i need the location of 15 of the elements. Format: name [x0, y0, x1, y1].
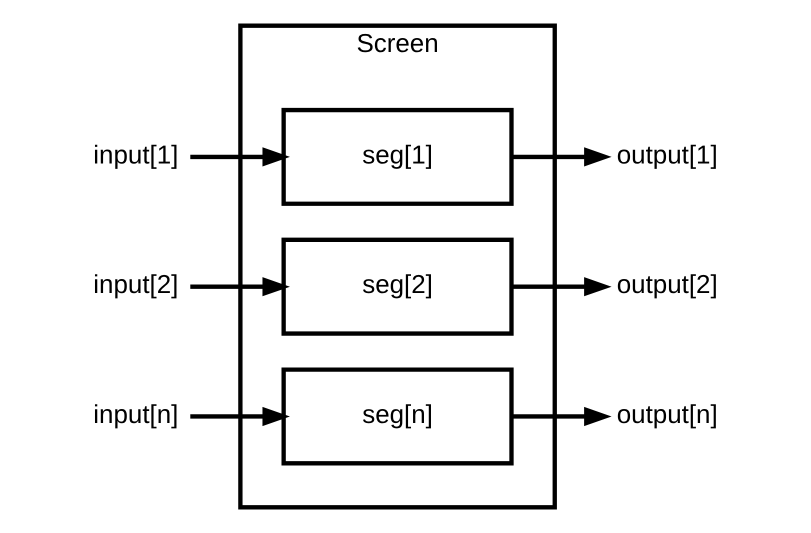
node-text: input[1]: [93, 141, 178, 170]
arrow: [512, 147, 612, 167]
node-box: seg[n]: [281, 367, 514, 466]
node-text: input[2]: [93, 271, 178, 300]
node-text: input[n]: [93, 400, 178, 429]
arrow: [190, 277, 290, 296]
arrow: [512, 406, 612, 426]
arrow: [512, 277, 612, 296]
node-text: output[n]: [616, 400, 718, 429]
arrow: [190, 406, 290, 426]
arrow: [190, 147, 290, 167]
node-text: output[1]: [616, 141, 718, 170]
node-box: seg[2]: [281, 238, 514, 336]
node-text: output[2]: [616, 271, 718, 300]
node-box: seg[1]: [281, 108, 514, 206]
